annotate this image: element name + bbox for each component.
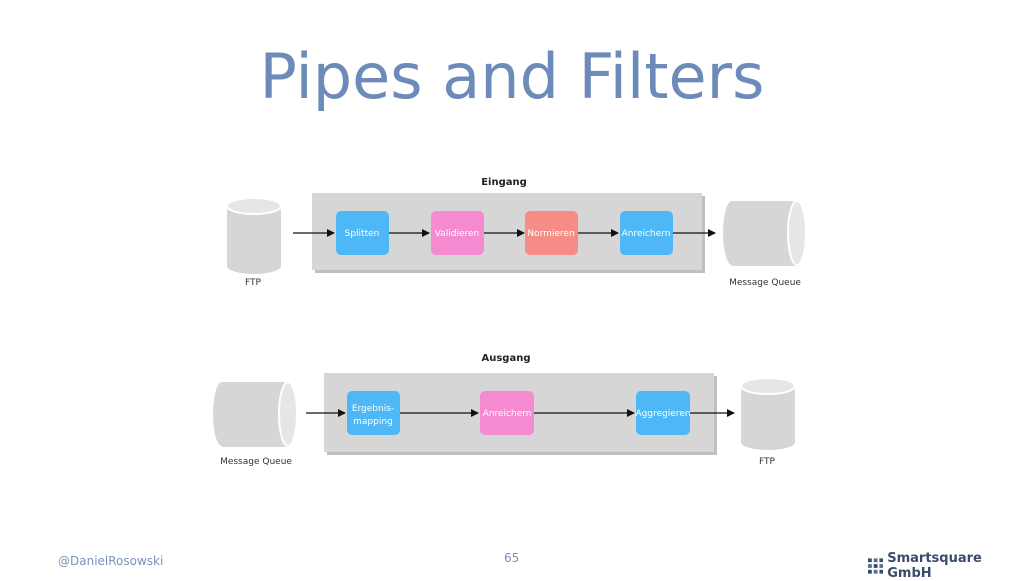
author-handle: @DanielRosowski [58, 554, 164, 568]
smartsquare-logo-icon [868, 558, 884, 574]
page-number: 65 [504, 551, 520, 565]
ftp-target-storage [740, 377, 796, 450]
svg-text:Anreichern: Anreichern [622, 229, 671, 239]
ftp-source-label: FTP [245, 278, 262, 288]
svg-text:Normieren: Normieren [527, 229, 574, 239]
svg-text:Ergebnis-: Ergebnis- [352, 404, 394, 414]
brand-logo: Smartsquare GmbH [868, 551, 1024, 581]
message-queue-target-storage [723, 200, 807, 266]
brand-name: Smartsquare GmbH [887, 551, 982, 581]
svg-text:Anreichern: Anreichern [483, 409, 532, 419]
svg-text:mapping: mapping [353, 417, 393, 427]
filter-node-validieren: Validieren [431, 211, 484, 255]
section-label-eingang: Eingang [481, 177, 527, 188]
section-label-ausgang: Ausgang [482, 353, 531, 364]
message-queue-source-label: Message Queue [220, 457, 292, 467]
slide-title: Pipes and Filters [259, 40, 765, 113]
svg-text:Aggregieren: Aggregieren [635, 409, 690, 419]
message-queue-target-label: Message Queue [729, 278, 801, 288]
message-queue-source-storage [213, 381, 298, 447]
svg-text:Validieren: Validieren [435, 229, 479, 239]
filter-node-normieren: Normieren [525, 211, 578, 255]
filter-node-anreichern: Anreichern [620, 211, 673, 255]
svg-text:Splitten: Splitten [345, 229, 380, 239]
filter-node-aggregieren: Aggregieren [635, 391, 691, 435]
ftp-target-label: FTP [759, 457, 776, 467]
filter-node-ergebnis-mapping: Ergebnis- mapping [347, 391, 400, 435]
filter-node-anreichern-output: Anreichern [480, 391, 534, 435]
filter-node-splitten: Splitten [336, 211, 389, 255]
ftp-source-storage [226, 197, 282, 274]
